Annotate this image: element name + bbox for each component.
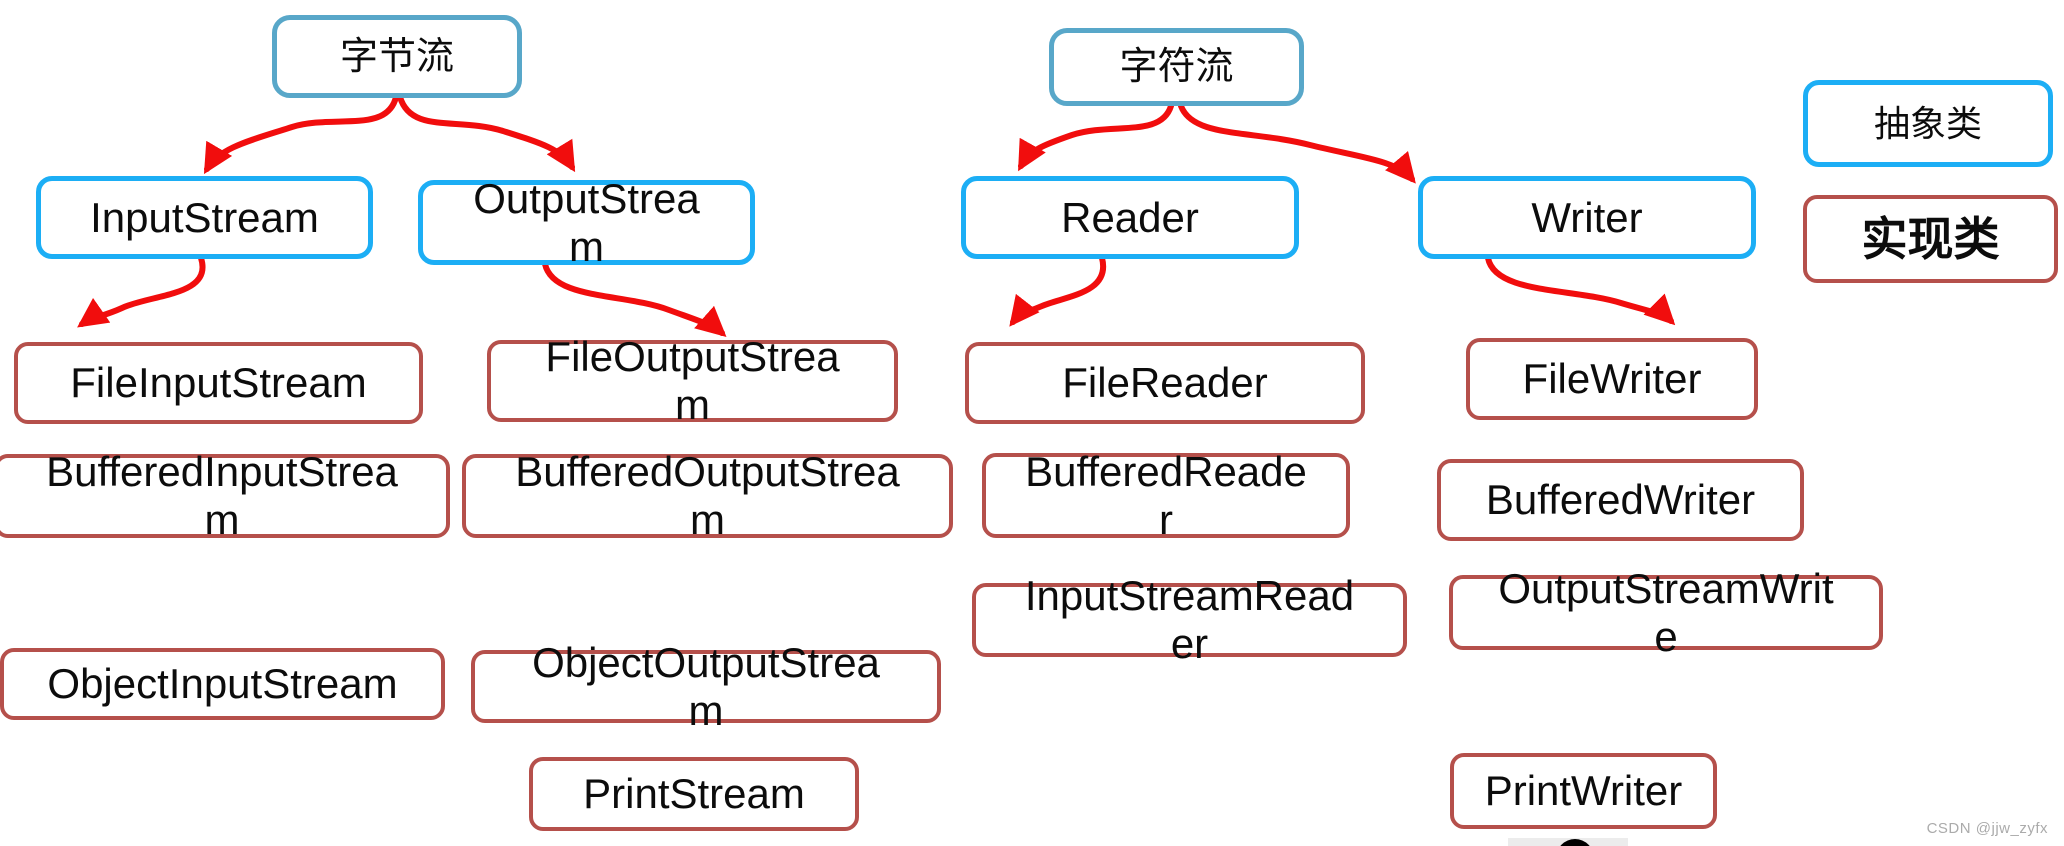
node-reader-label: Reader: [1061, 193, 1199, 241]
node-inputstreamreader-label: InputStreamRead er: [1024, 572, 1355, 667]
node-bufferedinputstream: BufferedInputStrea m: [0, 448, 450, 543]
node-char-stream-label: 字符流: [1119, 46, 1234, 88]
node-filereader-label: FileReader: [1062, 359, 1268, 406]
node-bufferedreader-label: BufferedReade r: [1025, 447, 1307, 543]
node-inputstream-label: InputStream: [90, 193, 319, 241]
arrow-reader-to-filereader: [1009, 255, 1107, 327]
node-objectinputstream-label: ObjectInputStream: [47, 660, 398, 707]
node-bufferedoutputstream: BufferedOutputStrea m: [462, 448, 953, 543]
partial-cutoff-dot: [1556, 839, 1594, 846]
node-filewriter-label: FileWriter: [1522, 355, 1702, 402]
node-bufferedwriter: BufferedWriter: [1437, 459, 1804, 541]
node-objectoutputstream-label: ObjectOutputStrea m: [532, 638, 880, 734]
node-fileinputstream: FileInputStream: [14, 342, 423, 424]
legend-abstract-label: 抽象类: [1873, 102, 1982, 144]
node-outputstreamwriter: OutputStreamWrit e: [1449, 565, 1883, 660]
node-bufferedoutputstream-label: BufferedOutputStrea m: [515, 448, 900, 543]
node-writer: Writer: [1418, 176, 1756, 259]
arrow-charstream-to-reader: [1018, 103, 1174, 172]
node-fileoutputstream: FileOutputStrea m: [487, 333, 898, 428]
node-printstream-label: PrintStream: [583, 770, 805, 817]
arrow-inputstream-to-fileinputstream: [77, 255, 206, 328]
node-bufferedinputstream-label: BufferedInputStrea m: [46, 448, 398, 543]
legend-implementation-label: 实现类: [1861, 213, 2000, 265]
node-objectoutputstream: ObjectOutputStrea m: [471, 639, 941, 734]
node-writer-label: Writer: [1531, 193, 1643, 241]
node-fileoutputstream-label: FileOutputStrea m: [545, 333, 840, 428]
node-bufferedreader: BufferedReade r: [982, 448, 1350, 543]
arrow-bytestream-to-outputstream: [397, 94, 576, 173]
node-filewriter: FileWriter: [1466, 338, 1758, 420]
legend-implementation-class: 实现类: [1803, 195, 2058, 283]
node-printstream: PrintStream: [529, 757, 859, 831]
node-printwriter: PrintWriter: [1450, 753, 1717, 829]
node-inputstreamreader: InputStreamRead er: [972, 572, 1407, 667]
node-byte-stream-label: 字节流: [339, 35, 454, 78]
arrow-charstream-to-writer: [1178, 103, 1416, 184]
arrow-bytestream-to-inputstream: [203, 94, 399, 175]
node-char-stream: 字符流: [1049, 28, 1304, 106]
legend-abstract-class: 抽象类: [1803, 80, 2053, 167]
node-byte-stream: 字节流: [272, 15, 522, 98]
node-outputstream-label: OutputStrea m: [473, 174, 700, 270]
node-bufferedwriter-label: BufferedWriter: [1485, 476, 1756, 523]
csdn-watermark: CSDN @jjw_zyfx: [1926, 820, 2048, 837]
arrow-outputstream-to-fileoutputstream: [542, 261, 727, 337]
node-fileinputstream-label: FileInputStream: [70, 359, 367, 406]
node-filereader: FileReader: [965, 342, 1365, 424]
node-outputstream: OutputStrea m: [418, 175, 755, 270]
node-inputstream: InputStream: [36, 176, 373, 259]
node-reader: Reader: [961, 176, 1299, 259]
node-outputstreamwriter-label: OutputStreamWrit e: [1498, 564, 1834, 660]
node-objectinputstream: ObjectInputStream: [0, 648, 445, 720]
node-printwriter-label: PrintWriter: [1484, 767, 1683, 814]
partial-cutoff-node: [1508, 838, 1628, 846]
arrow-writer-to-filewriter: [1485, 255, 1676, 326]
